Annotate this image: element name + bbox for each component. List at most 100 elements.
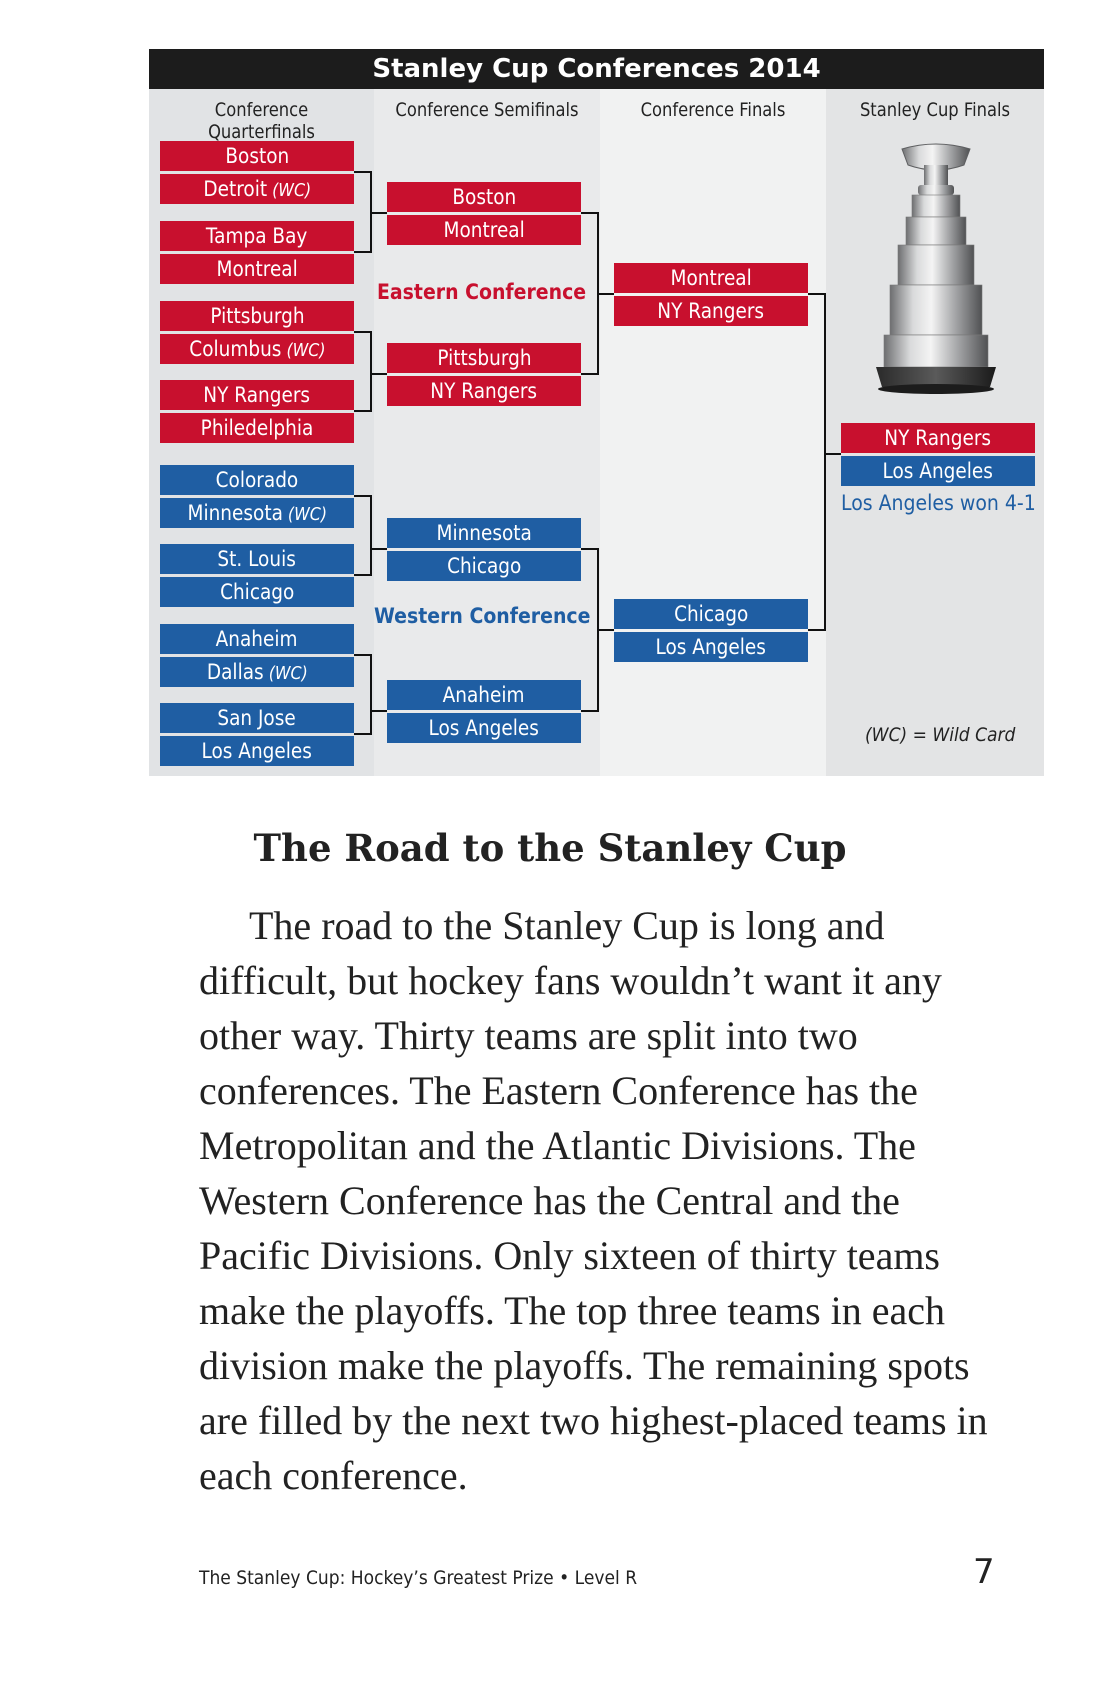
finals-result: Los Angeles won 4-1 — [841, 491, 1036, 515]
quarterfinal-team: Dallas (WC) — [160, 657, 354, 687]
bracket-connector — [808, 293, 824, 295]
article-paragraph: The road to the Stanley Cup is long and … — [199, 903, 988, 1498]
bracket-connector — [370, 548, 387, 550]
bracket-connector — [354, 171, 370, 173]
quarterfinal-team: St. Louis — [160, 544, 354, 574]
wild-card-tag: (WC) — [281, 340, 326, 361]
bracket-connector — [370, 654, 372, 735]
wild-card-tag: (WC) — [266, 180, 311, 201]
bracket-connector — [370, 495, 372, 576]
cup-final-team: NY Rangers — [841, 423, 1035, 453]
column-header: Conference Quarterfinals — [208, 99, 315, 143]
bracket-connector — [354, 574, 370, 576]
quarterfinal-team: Los Angeles — [160, 736, 354, 766]
bracket-connector — [581, 710, 597, 712]
team-name: NY Rangers — [657, 299, 765, 323]
team-name: Chicago — [673, 602, 749, 626]
bracket-connector — [354, 331, 370, 333]
bracket-connector — [581, 373, 597, 375]
conference-final-team: NY Rangers — [614, 296, 808, 326]
quarterfinal-team: NY Rangers — [160, 380, 354, 410]
semifinal-team: Pittsburgh — [387, 343, 581, 373]
bracket-connector — [354, 654, 370, 656]
bracket-connector — [370, 331, 372, 412]
book-footer: The Stanley Cup: Hockey’s Greatest Prize… — [199, 1567, 638, 1589]
team-name: Dallas — [206, 660, 264, 684]
quarterfinal-team: Colorado — [160, 465, 354, 495]
quarterfinal-team: Columbus (WC) — [160, 334, 354, 364]
bracket-connector — [808, 629, 824, 631]
team-name: Minnesota — [436, 521, 532, 545]
team-name: Anaheim — [216, 627, 298, 651]
team-name: Detroit — [203, 177, 267, 201]
semifinal-team: Los Angeles — [387, 713, 581, 743]
bracket-connector — [597, 629, 614, 631]
team-name: Montreal — [216, 257, 298, 281]
quarterfinal-team: Philedelphia — [160, 413, 354, 443]
semifinal-team: Montreal — [387, 215, 581, 245]
cup-final-team: Los Angeles — [841, 456, 1035, 486]
team-name: NY Rangers — [884, 426, 992, 450]
quarterfinal-team: San Jose — [160, 703, 354, 733]
bracket-title: Stanley Cup Conferences 2014 — [149, 49, 1044, 89]
conference-final-team: Montreal — [614, 263, 808, 293]
team-name: Boston — [452, 185, 516, 209]
quarterfinal-team: Chicago — [160, 577, 354, 607]
wild-card-tag: (WC) — [263, 663, 308, 684]
team-name: San Jose — [217, 706, 297, 730]
wild-card-legend: (WC) = Wild Card — [865, 724, 1016, 746]
team-name: Columbus — [188, 337, 282, 361]
bracket-connector — [370, 710, 387, 712]
quarterfinal-team: Tampa Bay — [160, 221, 354, 251]
article-body: The road to the Stanley Cup is long and … — [199, 898, 989, 1503]
article-heading: The Road to the Stanley Cup — [253, 826, 847, 870]
bracket-connector — [370, 212, 387, 214]
team-name: Colorado — [215, 468, 299, 492]
quarterfinal-team: Montreal — [160, 254, 354, 284]
team-name: Los Angeles — [882, 459, 994, 483]
team-name: Los Angeles — [201, 739, 313, 763]
bracket-connector — [581, 548, 597, 550]
team-name: Montreal — [443, 218, 525, 242]
wild-card-tag: (WC) — [282, 504, 327, 525]
bracket-connector — [354, 251, 370, 253]
team-name: Los Angeles — [428, 716, 540, 740]
column-header: Stanley Cup Finals — [859, 99, 1011, 121]
team-name: Chicago — [219, 580, 295, 604]
semifinal-team: NY Rangers — [387, 376, 581, 406]
team-name: St. Louis — [217, 547, 297, 571]
team-name: Boston — [225, 144, 289, 168]
semifinal-team: Chicago — [387, 551, 581, 581]
team-name: NY Rangers — [430, 379, 538, 403]
bracket-connector — [581, 212, 597, 214]
bracket-connector — [354, 495, 370, 497]
bracket-connector — [370, 373, 387, 375]
semifinal-team: Anaheim — [387, 680, 581, 710]
team-name: Anaheim — [443, 683, 525, 707]
team-name: Los Angeles — [655, 635, 767, 659]
team-name: Montreal — [670, 266, 752, 290]
column-conference-finals: Conference Finals — [600, 89, 826, 776]
team-name: Philedelphia — [200, 416, 314, 440]
quarterfinal-team: Minnesota (WC) — [160, 498, 354, 528]
team-name: Minnesota — [187, 501, 283, 525]
bracket-connector — [354, 410, 370, 412]
bracket-connector — [354, 733, 370, 735]
quarterfinal-team: Anaheim — [160, 624, 354, 654]
column-header: Conference Finals — [640, 99, 786, 121]
stanley-cup-trophy-icon — [876, 143, 996, 394]
team-name: Pittsburgh — [209, 304, 305, 328]
semifinal-team: Minnesota — [387, 518, 581, 548]
eastern-conference-label: Eastern Conference — [377, 280, 587, 304]
team-name: Tampa Bay — [206, 224, 308, 248]
playoff-bracket: Conference Quarterfinals Conference Semi… — [149, 49, 1044, 776]
western-conference-label: Western Conference — [374, 604, 591, 628]
bracket-connector — [824, 453, 841, 455]
column-header: Conference Semifinals — [395, 99, 579, 121]
page-number: 7 — [973, 1552, 995, 1592]
bracket-connector — [597, 293, 614, 295]
quarterfinal-team: Detroit (WC) — [160, 174, 354, 204]
quarterfinal-team: Boston — [160, 141, 354, 171]
team-name: Chicago — [446, 554, 522, 578]
team-name: Pittsburgh — [436, 346, 532, 370]
